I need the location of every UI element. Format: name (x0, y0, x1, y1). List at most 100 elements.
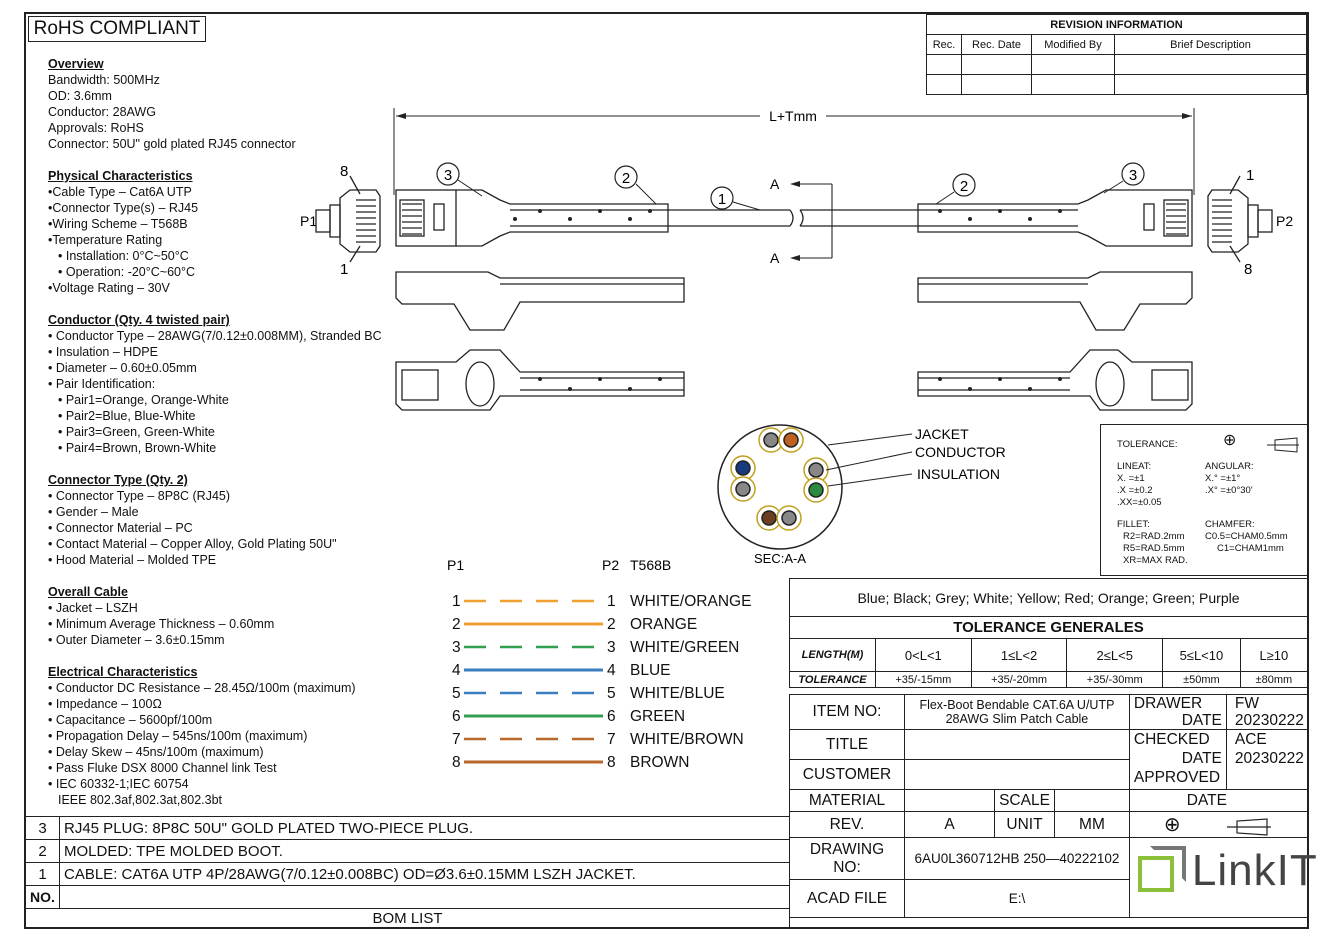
wire-num-right: 6 (607, 708, 616, 725)
revision-cell (1114, 74, 1307, 95)
insulation-label: INSULATION (917, 466, 1000, 482)
revision-header: Rec. (926, 34, 962, 55)
material-label: MATERIAL (789, 789, 905, 812)
spec-line: • Hood Material – Molded TPE (48, 553, 217, 567)
revision-cell (926, 74, 962, 95)
spec-line: • Conductor Type – 28AWG(7/0.12±0.008MM)… (48, 329, 382, 343)
linear-line: .XX=±0.05 (1117, 497, 1162, 508)
angular-title: ANGULAR: (1205, 461, 1254, 472)
drawer-value-cell: FW 20230222 (1225, 694, 1309, 730)
spec-line: • Diameter – 0.60±0.05mm (48, 361, 197, 375)
crosshair-icon: ⊕ (1163, 814, 1181, 836)
spec-heading: Connector Type (Qty. 2) (48, 473, 188, 487)
spec-line: Bandwidth: 500MHz (48, 73, 160, 87)
spec-heading: Conductor (Qty. 4 twisted pair) (48, 313, 230, 327)
chamfer-line: C0.5=CHAM0.5mm (1205, 531, 1288, 542)
right-side-view-lower (917, 349, 1193, 411)
right-plug-top-view (1207, 175, 1273, 263)
material-value (904, 789, 995, 812)
drawer-value: FW (1234, 695, 1259, 712)
item-no-label: ITEM NO: (789, 694, 905, 730)
section-a-top: A (770, 176, 780, 192)
range-cell: L≥10 (1239, 638, 1309, 672)
tolerance-cell: +35/-15mm (875, 671, 972, 688)
callout-circle (1121, 162, 1145, 186)
callout-2-right: 2 (960, 178, 968, 195)
spec-line: •Temperature Rating (48, 233, 163, 247)
callout-circle (710, 186, 734, 210)
left-connector-body (395, 189, 669, 247)
range-cell: 2≤L<5 (1066, 638, 1164, 672)
spec-physical: Physical Characteristics •Cable Type – C… (48, 168, 198, 296)
tolerance-cell: ±80mm (1239, 671, 1309, 688)
callout-1: 1 (718, 191, 726, 208)
wire-num-left: 3 (452, 639, 461, 656)
wire-color-name: WHITE/BLUE (630, 685, 725, 702)
section-a-bottom: A (770, 250, 780, 266)
range-cell: 5≤L<10 (1162, 638, 1241, 672)
wire-num-left: 2 (452, 616, 461, 633)
spec-line: • Pair Identification: (48, 377, 156, 391)
tolerance-box: TOLERANCE: ⊕ LINEAT: X. =±1 .X =±0.2 .XX… (1100, 424, 1308, 576)
checked-cell: CHECKED DATE APPROVED (1128, 729, 1227, 790)
spec-line: •Cable Type – Cat6A UTP (48, 185, 192, 199)
right-boot-dots (938, 209, 1062, 221)
spec-conductor: Conductor (Qty. 4 twisted pair) • Conduc… (48, 312, 382, 456)
spec-line: • Contact Material – Copper Alloy, Gold … (48, 537, 337, 551)
pin1-right-label: 1 (1246, 167, 1254, 184)
spec-line: •Connector Type(s) – RJ45 (48, 201, 199, 215)
wiring-p1: P1 (447, 557, 464, 573)
checked-label: CHECKED (1133, 731, 1210, 748)
spec-line: • Pair1=Orange, Orange-White (58, 393, 229, 407)
bom-desc: CABLE: CAT6A UTP 4P/28AWG(7/0.12±0.008BC… (59, 862, 790, 886)
spec-line: • Insulation – HDPE (48, 345, 158, 359)
left-plug-top-view (315, 175, 381, 263)
revision-cell (926, 54, 962, 75)
wire-num-right: 1 (607, 593, 616, 610)
customer-label: CUSTOMER (789, 759, 905, 790)
p1-label: P1 (300, 213, 317, 229)
callout-2-left: 2 (622, 170, 630, 187)
bom-no-header: NO. (25, 885, 60, 909)
scale-label: SCALE (994, 789, 1055, 812)
range-cell: 1≤L<2 (970, 638, 1068, 672)
title-block: ITEM NO: Flex-Boot Bendable CAT.6A U/UTP… (789, 694, 1317, 918)
linear-title: LINEAT: (1117, 461, 1152, 472)
chamfer-line: C1=CHAM1mm (1217, 543, 1284, 554)
revision-table: REVISION INFORMATION Rec. Rec. Date Modi… (926, 14, 1307, 95)
left-side-view-lower (395, 349, 685, 411)
rev-value: A (904, 811, 995, 838)
item-no-value: Flex-Boot Bendable CAT.6A U/UTP 28AWG Sl… (904, 694, 1130, 730)
bom-desc: MOLDED: TPE MOLDED BOOT. (59, 839, 790, 863)
rev-label: REV. (789, 811, 905, 838)
title-label: TITLE (789, 729, 905, 760)
length-label: L+Tmm (769, 108, 817, 124)
linkit-logo-mark (1137, 846, 1190, 900)
wire-labels: 1 2 3 4 5 6 7 8 1 2 3 4 5 6 7 8 WHITE/OR… (440, 590, 770, 771)
spec-line: • Capacitance – 5600pf/100m (48, 713, 213, 727)
wire-num-right: 4 (607, 662, 616, 679)
wire-num-left: 7 (452, 731, 461, 748)
callout-3-right: 3 (1129, 167, 1137, 184)
spec-line: • Impedance – 100Ω (48, 697, 162, 711)
revision-cell (961, 54, 1032, 75)
bom-title: BOM LIST (25, 908, 790, 929)
wire-num-left: 6 (452, 708, 461, 725)
checked-value-cell: ACE 20230222 (1225, 729, 1309, 790)
bom-no: 1 (25, 862, 60, 886)
date-label: DATE (1181, 712, 1222, 729)
wire-num-left: 5 (452, 685, 461, 702)
wire-num-right: 3 (607, 639, 616, 656)
wire-color-name: GREEN (630, 708, 686, 725)
wire-color-name: WHITE/GREEN (630, 639, 740, 656)
tolerance-generales-title: TOLERANCE GENERALES (789, 616, 1308, 639)
acad-label: ACAD FILE (789, 879, 905, 918)
fillet-line: R2=RAD.2mm (1123, 531, 1185, 542)
spec-heading: Overview (48, 57, 104, 71)
spec-line: • Pass Fluke DSX 8000 Channel link Test (48, 761, 277, 775)
pin1-label: 1 (340, 261, 348, 278)
wire-color-name: WHITE/ORANGE (630, 593, 752, 610)
date-label: DATE (1181, 750, 1222, 767)
wire-num-left: 1 (452, 593, 461, 610)
leader-line (825, 451, 913, 471)
